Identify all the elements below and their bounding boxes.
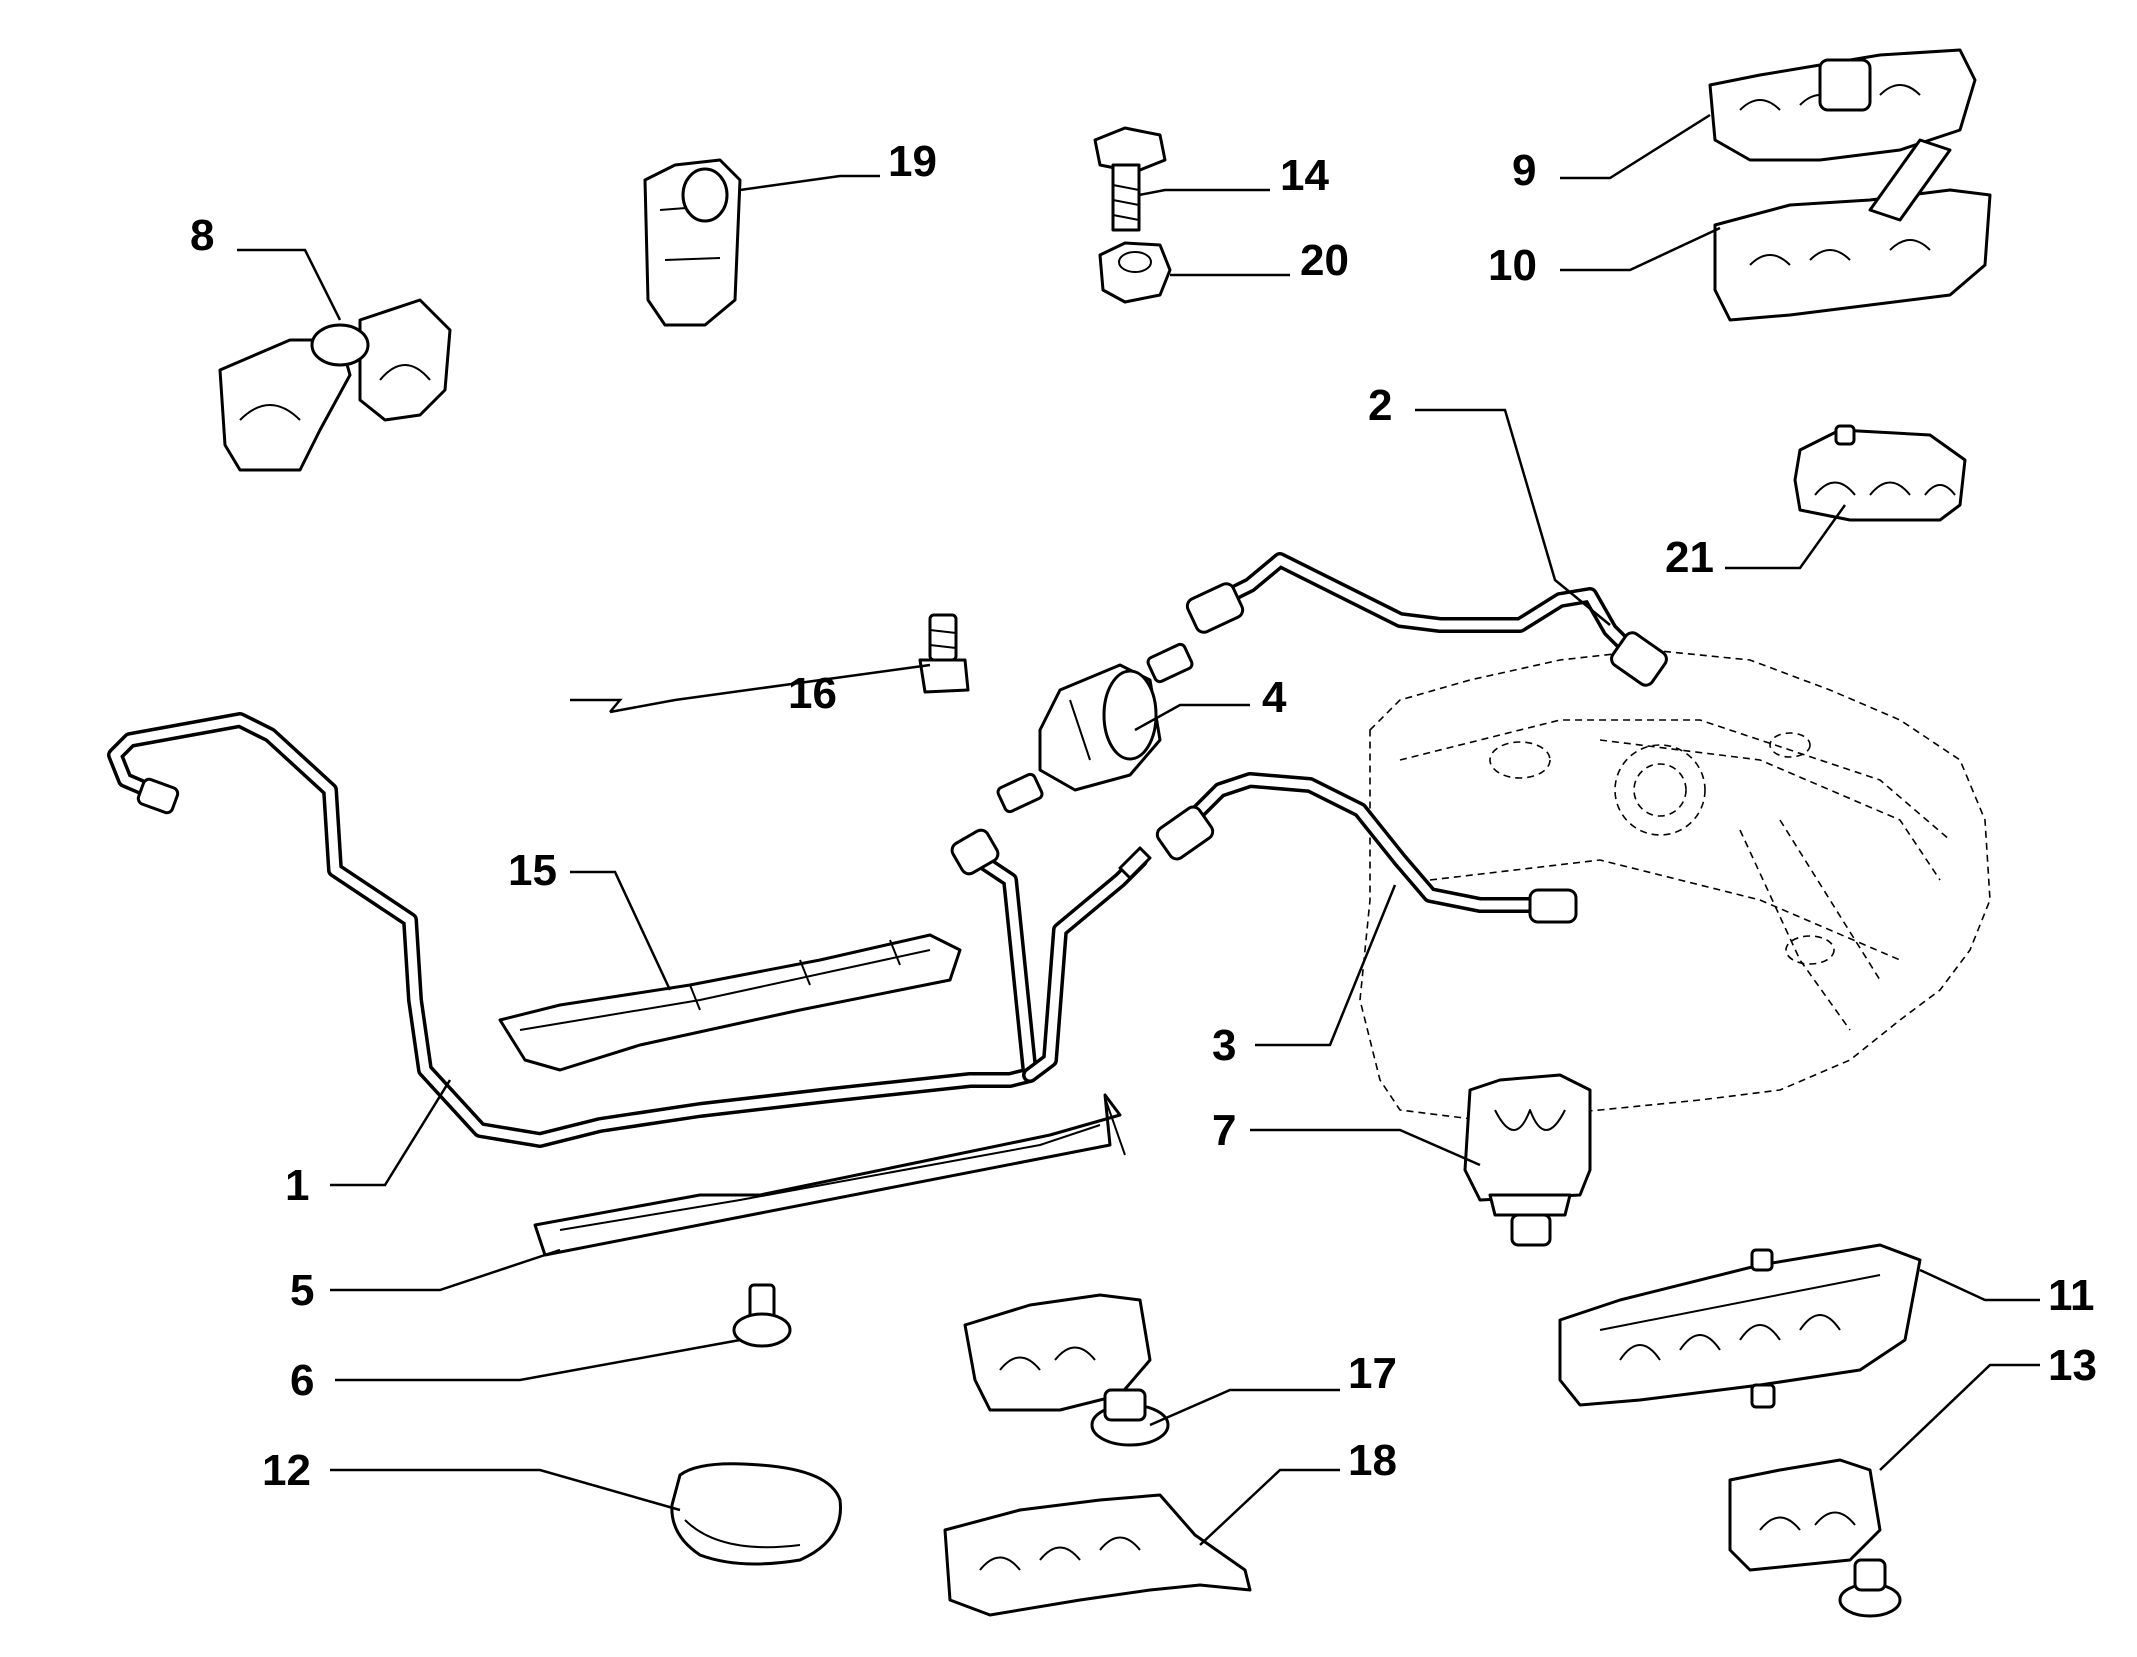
leader-lines [237, 113, 2040, 1546]
callout-1: 1 [285, 1161, 309, 1210]
callout-16: 16 [788, 669, 837, 718]
screw-16 [918, 613, 970, 694]
heat-shield-15 [498, 933, 962, 1072]
fuel-tank [1359, 649, 1991, 1121]
screw-6 [732, 1283, 792, 1348]
callout-17: 17 [1348, 1349, 1397, 1398]
clip-11 [1558, 1243, 1922, 1409]
triple-clip-21 [1793, 424, 1967, 522]
callout-13: 13 [2048, 1341, 2097, 1390]
callout-5: 5 [290, 1266, 314, 1315]
fuel-pipe-1 [107, 712, 1152, 1148]
callout-12: 12 [262, 1446, 311, 1495]
callout-8: 8 [190, 211, 214, 260]
callout-18: 18 [1348, 1436, 1397, 1485]
callout-10: 10 [1488, 241, 1537, 290]
pipe-holder-7 [1463, 1073, 1592, 1247]
clip-10 [1713, 138, 1992, 322]
callout-9: 9 [1512, 146, 1536, 195]
clip-13 [1728, 1458, 1902, 1618]
clip-19 [643, 158, 742, 327]
callout-15: 15 [508, 846, 557, 895]
callout-2: 2 [1368, 381, 1392, 430]
fuel-filter [996, 642, 1194, 814]
fuel-pipe-3 [1155, 772, 1578, 924]
double-clip-8 [218, 298, 452, 472]
callout-7: 7 [1212, 1106, 1236, 1155]
callout-4: 4 [1262, 673, 1287, 722]
fuel-pipe-2 [1185, 552, 1668, 687]
callout-11: 11 [2048, 1271, 2095, 1320]
clip-17 [963, 1293, 1170, 1447]
clip-18 [943, 1493, 1252, 1617]
callout-labels: 1 2 3 4 5 6 7 8 9 10 11 12 13 14 15 16 1… [190, 137, 2097, 1495]
rubber-plug-12 [670, 1462, 842, 1566]
callout-21: 21 [1665, 533, 1714, 582]
callout-6: 6 [290, 1356, 314, 1405]
callout-3: 3 [1212, 1021, 1236, 1070]
callout-19: 19 [888, 137, 937, 186]
nut-20 [1098, 241, 1172, 304]
callout-20: 20 [1300, 236, 1349, 285]
multi-clip-9 [1708, 48, 1977, 162]
support-bracket-5 [533, 1093, 1126, 1257]
callout-14: 14 [1280, 151, 1329, 200]
bolt-14 [1093, 126, 1167, 232]
